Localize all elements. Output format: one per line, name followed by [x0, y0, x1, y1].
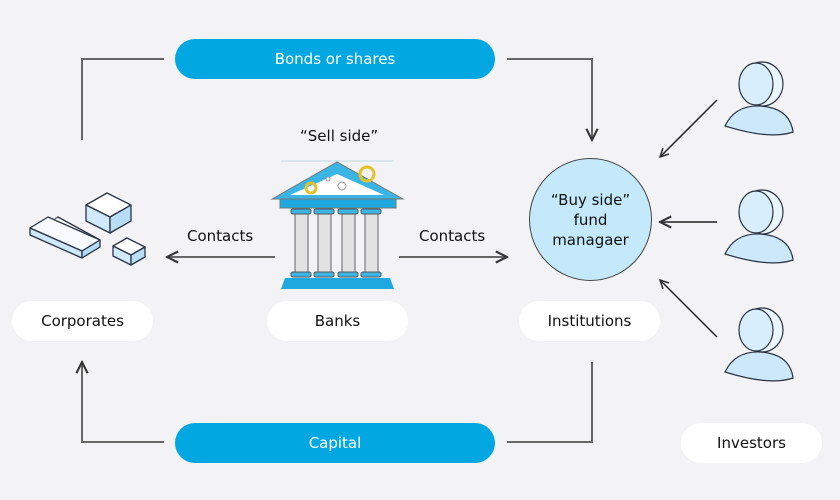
investors-node: Investors [681, 423, 822, 463]
bank-building-icon [270, 160, 405, 289]
capital-flow: Capital [175, 423, 495, 463]
bonds-to-institutions-arrow [507, 58, 592, 140]
corporates-boxes-icon [29, 192, 146, 266]
investor1-arrow [660, 99, 718, 157]
bonds-or-shares-flow: Bonds or shares [175, 39, 495, 79]
investor-icon-1 [724, 61, 794, 136]
institutions-to-capital-line [507, 362, 593, 443]
bonds-or-shares-label: Bonds or shares [274, 50, 396, 68]
buy-side-line-2: fund [573, 210, 608, 229]
investors-label: Investors [717, 434, 786, 452]
buy-side-fund-manager-node: “Buy side” fund managaer [529, 158, 652, 281]
banks-node: Banks [267, 301, 408, 341]
investor3-arrow [660, 280, 718, 338]
investor-icon-2 [724, 189, 794, 264]
capital-label: Capital [308, 434, 362, 452]
institutions-label: Institutions [547, 312, 632, 330]
buy-side-line-3: managaer [552, 230, 629, 249]
banks-label: Banks [314, 312, 361, 330]
right-contacts-label: Contacts [419, 227, 486, 245]
sell-side-label: “Sell side” [300, 127, 379, 145]
corporates-label: Corporates [41, 312, 124, 330]
corporates-node: Corporates [12, 301, 153, 341]
investor-icon-3 [724, 307, 794, 382]
corporates-to-bonds-line [81, 58, 164, 140]
institutions-node: Institutions [519, 301, 660, 341]
left-contacts-label: Contacts [187, 227, 254, 245]
capital-to-corporates-arrow [82, 362, 164, 443]
buy-side-line-1: “Buy side” [550, 190, 631, 209]
